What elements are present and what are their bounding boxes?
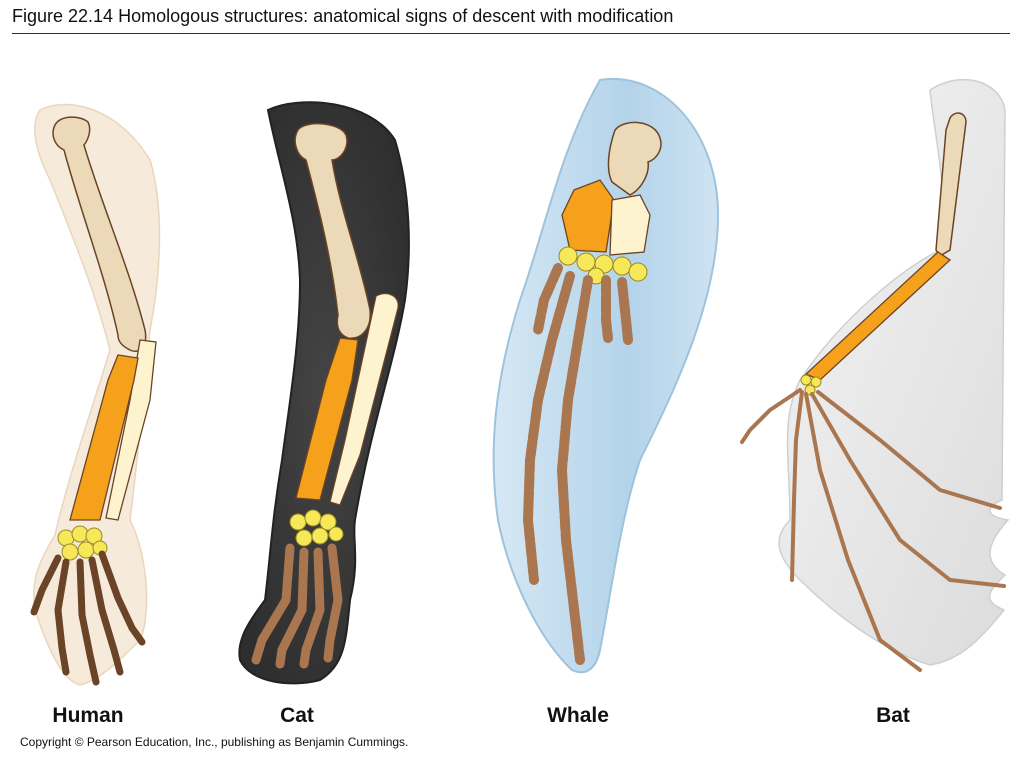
cat-humerus [294,123,371,339]
human-ulna [105,339,157,521]
human-arm [30,103,161,686]
whale-radius [561,179,615,253]
bat-wing [740,78,1010,672]
cat-carpals [289,509,344,547]
whale-humerus [607,121,662,196]
cat-radius [295,337,359,501]
label-whale: Whale [547,704,609,727]
whale-phalanges [522,263,633,665]
figure-title: Figure 22.14 Homologous structures: anat… [12,6,674,26]
human-radius [69,354,139,521]
bat-phalanges [740,388,1006,672]
whale-carpals [558,246,648,285]
cat-phalanges [251,543,343,669]
label-cat: Cat [280,704,314,727]
human-carpals [57,525,108,561]
title-divider [12,33,1010,34]
human-phalanges [30,550,146,686]
copyright-notice: Copyright © Pearson Education, Inc., pub… [20,735,409,749]
bat-carpals [800,374,822,396]
label-human: Human [52,704,124,727]
label-bat: Bat [876,704,910,727]
cat-ulna [329,293,399,506]
whale-flipper-outline [492,77,720,674]
whale-flipper [492,77,720,674]
whale-ulna [609,194,651,256]
cat-leg [238,101,410,685]
